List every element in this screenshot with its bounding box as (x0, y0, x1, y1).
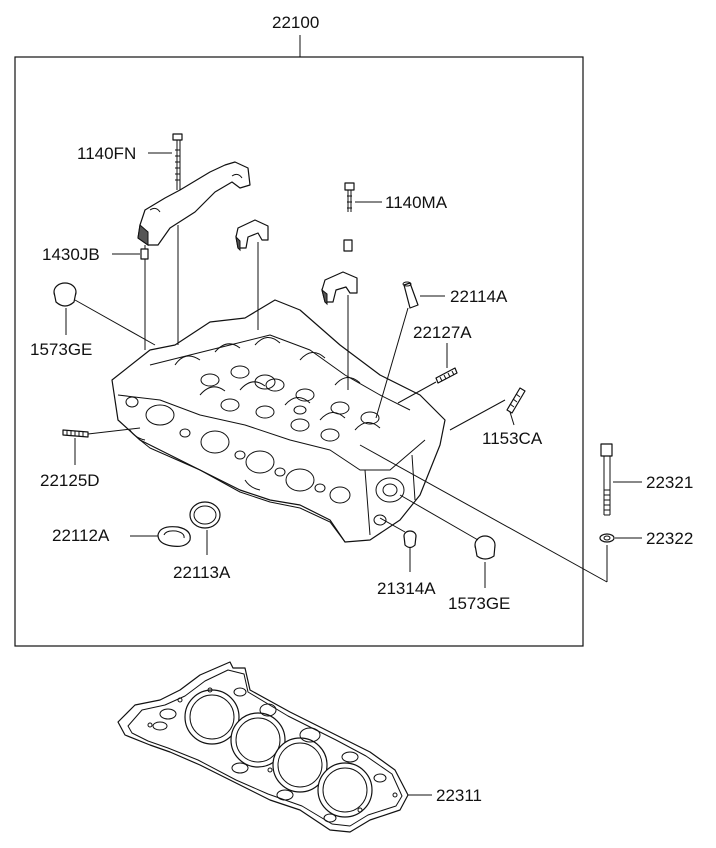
label-22114a[interactable]: 22114A (450, 287, 508, 306)
label-22311[interactable]: 22311 (436, 786, 482, 805)
stud-22125d (62, 429, 89, 438)
washer (599, 533, 615, 543)
o-ring (157, 526, 191, 547)
camshaft-bearing-cap-long (137, 161, 251, 246)
label-22321[interactable]: 22321 (646, 473, 693, 492)
label-1573ge-right[interactable]: 1573GE (448, 594, 510, 613)
label-22127a[interactable]: 22127A (413, 323, 472, 342)
camshaft-bearing-cap-right (321, 271, 358, 306)
cylinder-head (111, 299, 446, 543)
assembly-frame (14, 56, 584, 647)
oil-pipe (402, 281, 419, 309)
label-1140ma[interactable]: 1140MA (385, 193, 448, 212)
seal (189, 501, 221, 529)
bolt-1140fn (172, 133, 183, 190)
bolt-1140ma (344, 182, 355, 212)
label-1430jb[interactable]: 1430JB (42, 245, 100, 264)
stud-1153ca (506, 387, 526, 414)
dowel-pin-right (343, 239, 353, 252)
label-21314a[interactable]: 21314A (377, 579, 436, 598)
label-1153ca[interactable]: 1153CA (482, 429, 543, 448)
label-22125d[interactable]: 22125D (40, 471, 100, 490)
label-22322[interactable]: 22322 (646, 529, 693, 548)
head-gasket (117, 661, 409, 833)
label-22113a[interactable]: 22113A (173, 563, 231, 582)
plug-left (53, 282, 77, 307)
plug-right (474, 535, 496, 560)
dowel-pin (140, 248, 149, 260)
label-22112a[interactable]: 22112A (52, 526, 110, 545)
label-1573ge-left[interactable]: 1573GE (30, 340, 92, 359)
camshaft-bearing-cap-middle (235, 219, 269, 252)
head-bolt (600, 443, 613, 516)
plug-small (403, 530, 417, 549)
label-22100[interactable]: 22100 (272, 13, 319, 32)
label-1140fn[interactable]: 1140FN (77, 144, 136, 163)
stud-22127a (435, 367, 458, 384)
